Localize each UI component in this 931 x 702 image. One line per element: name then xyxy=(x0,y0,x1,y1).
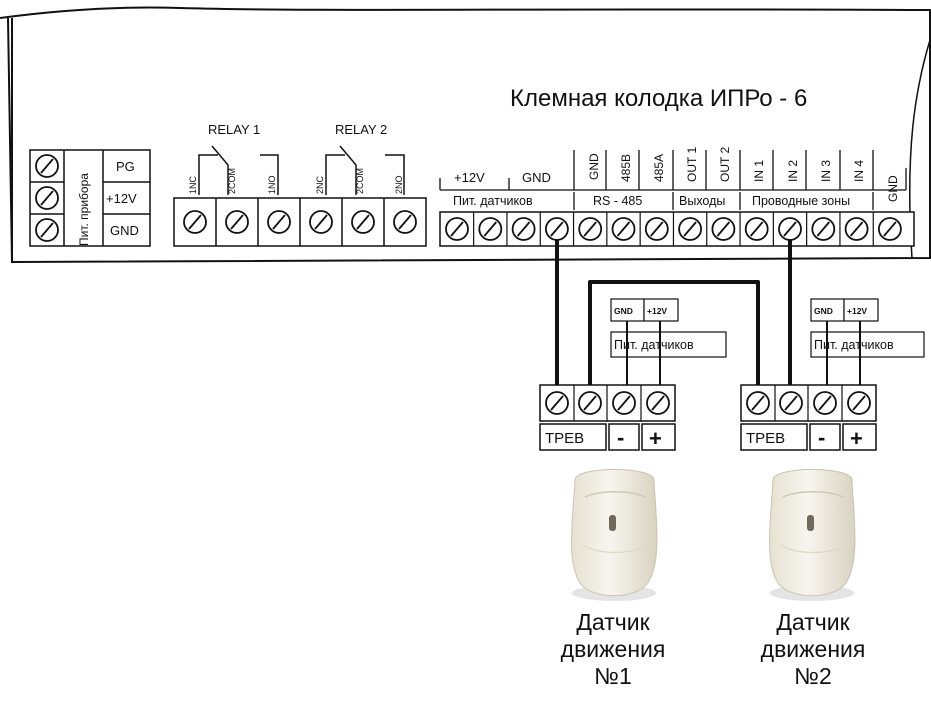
sensor1-alarm-terminal: ТРЕВ xyxy=(545,430,584,447)
rs485-pin-gnd: GND xyxy=(587,153,601,180)
relay-screw-5 xyxy=(351,210,375,234)
sensor2-caption-line3: №2 xyxy=(794,663,832,689)
strip-screw-8 xyxy=(678,217,702,241)
relay2-label: RELAY 2 xyxy=(335,122,387,137)
relay1-pin-2com: 2COM xyxy=(227,168,237,194)
relay-block: RELAY 1 RELAY 2 1NC 2COM 1NO 2NC 2COM 2N… xyxy=(173,122,427,247)
relay-screw-4 xyxy=(309,210,333,234)
strip-screw-13 xyxy=(844,217,869,241)
zone-pin-4: IN 4 xyxy=(852,160,866,182)
sensor1-12v-label: +12V xyxy=(647,306,667,316)
sensor1-screw-2 xyxy=(578,391,602,415)
sensor2-alarm-terminal: ТРЕВ xyxy=(746,430,785,447)
sensor1-caption-line2: движения xyxy=(560,636,666,662)
strip-screw-6 xyxy=(611,217,636,241)
power-screw-pg xyxy=(35,154,59,178)
zones-group-label: Проводные зоны xyxy=(752,194,850,208)
strip-screw-7 xyxy=(644,217,669,241)
relay-screw-6 xyxy=(393,210,417,234)
relay-screw-2 xyxy=(225,210,249,234)
sensor-power-pin-gnd: GND xyxy=(522,170,551,185)
relay2-pin-2com: 2COM xyxy=(355,168,365,194)
rs485-pin-485a: 485A xyxy=(652,154,666,182)
motion-detector-1-image xyxy=(570,469,658,601)
motion-detector-2-image xyxy=(768,469,856,601)
strip-screw-9 xyxy=(711,217,736,241)
outputs-group-label: Выходы xyxy=(679,194,725,208)
sensor2-screw-1 xyxy=(746,391,770,415)
strip-screw-4 xyxy=(545,217,569,241)
sensor2-caption: Датчик движения №2 xyxy=(733,609,893,690)
sensor2-screw-4 xyxy=(847,391,871,415)
relay-screw-1 xyxy=(183,210,207,234)
sensor1-screw-3 xyxy=(612,391,636,415)
sensor1-caption: Датчик движения №1 xyxy=(533,609,693,690)
sensor1-assembly: GND +12V Пит. датчиков ТРЕВ - + xyxy=(539,298,727,601)
wire-common-loop xyxy=(588,280,760,388)
sensor2-assembly: GND +12V Пит. датчиков ТРЕВ - + xyxy=(740,298,925,601)
strip-screw-5 xyxy=(578,217,603,241)
rs485-group-label: RS - 485 xyxy=(593,194,642,208)
power-group-label: Пит. прибора xyxy=(77,173,91,246)
sensor1-screw-1 xyxy=(545,391,569,415)
strip-screw-1 xyxy=(445,217,469,241)
sensor2-12v-label: +12V xyxy=(847,306,867,316)
relay2-pin-2no: 2NO xyxy=(394,175,404,194)
power-screw-12v xyxy=(35,186,59,210)
sensor2-screw-3 xyxy=(813,391,837,415)
sensor2-screw-2 xyxy=(779,391,803,415)
relay1-pin-1nc: 1NC xyxy=(188,175,198,194)
sensor2-gnd-label: GND xyxy=(814,306,833,316)
sensor1-minus-terminal: - xyxy=(617,425,624,450)
sensor1-caption-line3: №1 xyxy=(594,663,632,689)
power-screw-gnd xyxy=(35,218,59,242)
zone-pin-2: IN 2 xyxy=(786,160,800,182)
board-title: Клемная колодка ИПРо - 6 xyxy=(510,85,807,112)
relay1-pin-1no: 1NO xyxy=(267,175,277,194)
zone-pin-3: IN 3 xyxy=(819,160,833,182)
sensor1-plus-terminal: + xyxy=(649,426,662,451)
sensor2-caption-line2: движения xyxy=(760,636,866,662)
zone-pin-1: IN 1 xyxy=(752,160,766,182)
sensor2-caption-line1: Датчик xyxy=(776,609,850,635)
relay2-pin-2nc: 2NC xyxy=(315,175,325,194)
sensor2-power-label: Пит. датчиков xyxy=(814,338,894,352)
sensor2-minus-terminal: - xyxy=(818,425,825,450)
strip-screw-2 xyxy=(478,217,503,241)
sensor1-power-label: Пит. датчиков xyxy=(614,338,694,352)
power-pin-gnd: GND xyxy=(110,223,139,238)
power-pin-12v: +12V xyxy=(106,191,137,206)
sensor2-plus-terminal: + xyxy=(850,426,863,451)
strip-screw-11 xyxy=(778,217,802,241)
strip-screw-12 xyxy=(811,217,836,241)
output-pin-2: OUT 2 xyxy=(718,147,732,182)
strip-screw-14 xyxy=(878,217,902,241)
rs485-pin-485b: 485B xyxy=(619,154,633,182)
sensor1-gnd-label: GND xyxy=(614,306,633,316)
output-pin-1: OUT 1 xyxy=(685,147,699,182)
wiring xyxy=(555,240,792,388)
power-terminal-block: Пит. прибора PG +12V GND xyxy=(29,149,151,247)
sensor-power-pin-12v: +12V xyxy=(454,170,485,185)
power-pin-pg: PG xyxy=(116,159,135,174)
relay1-label: RELAY 1 xyxy=(208,122,260,137)
strip-screw-3 xyxy=(511,217,536,241)
sensor-power-group-label: Пит. датчиков xyxy=(453,194,533,208)
gnd-pin-label: GND xyxy=(886,175,900,202)
relay-screw-3 xyxy=(267,210,291,234)
sensor1-screw-4 xyxy=(646,391,670,415)
sensor1-caption-line1: Датчик xyxy=(576,609,650,635)
strip-screw-10 xyxy=(744,217,769,241)
main-terminal-strip: GND 485B 485A OUT 1 OUT 2 IN 1 IN 2 IN 3… xyxy=(439,147,915,247)
